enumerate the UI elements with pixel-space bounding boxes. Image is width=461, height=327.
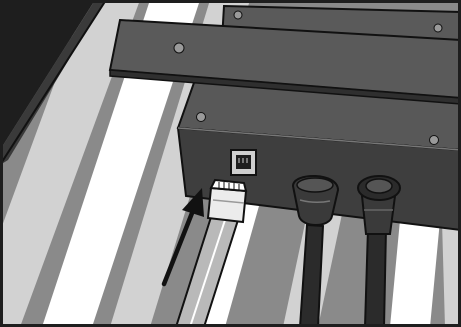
screw [234, 11, 242, 19]
screw [434, 24, 442, 32]
screw [174, 43, 184, 53]
coaxial-connector [362, 196, 395, 234]
network-port-icon [231, 150, 256, 175]
coaxial-cable [365, 228, 386, 327]
ethernet-plug [208, 188, 246, 222]
screw [430, 136, 439, 145]
screw [197, 113, 206, 122]
